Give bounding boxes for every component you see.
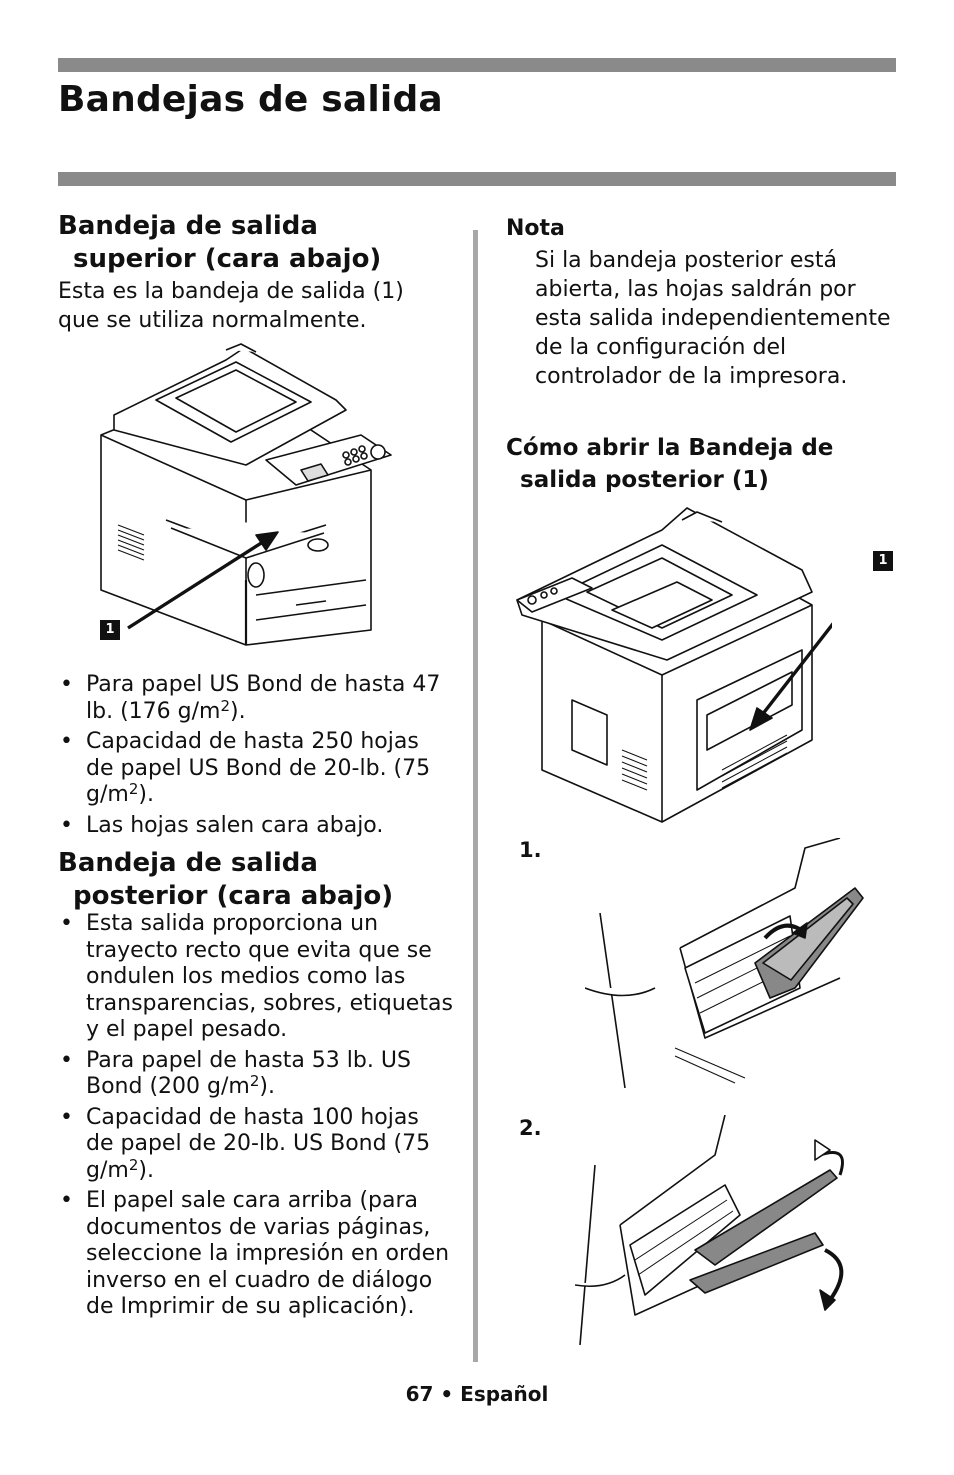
top-rule: [58, 58, 896, 72]
list-item: Esta salida proporciona un trayecto rect…: [58, 911, 453, 1044]
step2-extend-tray-illustration: [575, 1115, 844, 1346]
page-footer: 67 • Español: [0, 1382, 954, 1406]
column-divider: [473, 230, 478, 1362]
title-rule: [58, 172, 896, 186]
list-item: Capacidad de hasta 250 hojas de papel US…: [58, 729, 453, 809]
rear-tray-bullet-list: Esta salida proporciona un trayecto rect…: [58, 911, 453, 1321]
heading-line: Bandeja de salida: [58, 211, 318, 241]
step1-open-tray-illustration: [585, 838, 864, 1088]
list-item: Capacidad de hasta 100 hojas de papel de…: [58, 1105, 453, 1185]
note-body: Si la bandeja posterior está abierta, la…: [535, 248, 891, 389]
page-number: 67: [405, 1382, 434, 1406]
step-label: 2.: [519, 1116, 542, 1140]
note-title: Nota: [506, 216, 565, 241]
list-item: Las hojas salen cara abajo.: [58, 813, 453, 840]
callout-badge: 1: [100, 620, 120, 640]
page-title: Bandejas de salida: [58, 79, 443, 120]
printer-front-illustration: [100, 343, 392, 646]
top-tray-bullet-list: Para papel US Bond de hasta 47 lb. (176 …: [58, 672, 453, 839]
heading-line: Bandeja de salida: [58, 848, 318, 878]
howto-heading: Cómo abrir la Bandeja de salida posterio…: [506, 432, 833, 496]
callout-badge: 1: [873, 551, 893, 571]
section-heading-rear-tray: Bandeja de salida posterior (cara abajo): [58, 847, 393, 913]
step-label: 1.: [519, 838, 542, 862]
footer-separator: •: [440, 1382, 454, 1406]
heading-line: superior (cara abajo): [73, 244, 382, 274]
footer-language: Español: [460, 1382, 549, 1406]
section-heading-top-tray: Bandeja de salida superior (cara abajo): [58, 210, 381, 276]
heading-line: posterior (cara abajo): [73, 881, 394, 911]
intro-line: que se utiliza normalmente.: [58, 308, 367, 333]
section-intro: Esta es la bandeja de salida (1) que se …: [58, 277, 404, 335]
printer-rear-illustration: [516, 507, 832, 823]
intro-line: Esta es la bandeja de salida (1): [58, 279, 404, 304]
list-item: Para papel US Bond de hasta 47 lb. (176 …: [58, 672, 453, 725]
heading-line: Cómo abrir la Bandeja de: [506, 435, 834, 461]
heading-line: salida posterior (1): [520, 467, 769, 493]
list-item: El papel sale cara arriba (para document…: [58, 1188, 453, 1321]
list-item: Para papel de hasta 53 lb. US Bond (200 …: [58, 1048, 453, 1101]
